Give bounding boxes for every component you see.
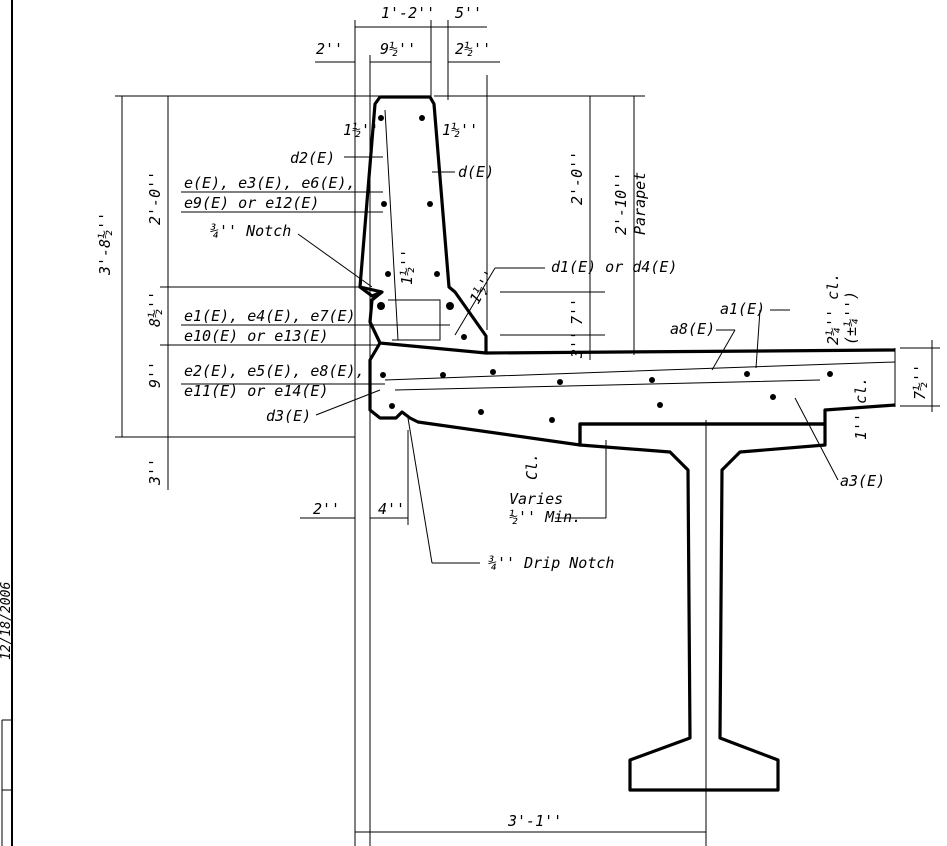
- label-a1: a1(E): [720, 300, 765, 318]
- dim-5: 5'': [455, 4, 482, 22]
- dimension-lines: [115, 20, 940, 846]
- label-e-group3-line2: e11(E) or e14(E): [184, 382, 329, 400]
- label-d2: d2(E): [290, 149, 335, 167]
- label-notch: ¾'' Notch: [210, 222, 291, 240]
- dim-1-5-c: 1½'': [398, 249, 416, 285]
- label-d3: d3(E): [266, 407, 311, 425]
- label-varies: Varies: [509, 490, 563, 508]
- notch-outline: [359, 285, 383, 298]
- deck-slab-outline: [368, 342, 896, 447]
- dim-2-0-left: 2'-0'': [146, 171, 164, 225]
- dim-4-bottom: 4'': [378, 500, 405, 518]
- dim-2: 2'': [316, 40, 343, 58]
- label-a3: a3(E): [840, 472, 885, 490]
- parapet-label: Parapet: [631, 172, 649, 235]
- label-e-group1-line1: e(E), e3(E), e6(E),: [184, 174, 356, 192]
- parapet-inner-line: [384, 109, 441, 341]
- dim-3-1: 3'-1'': [507, 812, 562, 830]
- dim-2-0-right: 2'-0'': [568, 151, 586, 205]
- dim-3-8-5: 3'-8½'': [96, 212, 114, 276]
- dim-7: 7'': [568, 298, 586, 325]
- slab-top-surface: [485, 348, 896, 355]
- dim-7-5: 7½'': [911, 364, 929, 400]
- dim-2-5: 2½'': [455, 40, 491, 58]
- dim-1-2: 1'-2'': [381, 4, 435, 22]
- label-e-group1-line2: e9(E) or e12(E): [184, 194, 319, 212]
- label-e-group2-line1: e1(E), e4(E), e7(E): [184, 307, 356, 325]
- label-e-group2-line2: e10(E) or e13(E): [184, 327, 329, 345]
- dim-1-5-b: 1½'': [442, 121, 478, 139]
- label-d: d(E): [458, 163, 494, 181]
- dim-9: 9'': [146, 361, 164, 388]
- dim-3-left: 3'': [146, 458, 164, 486]
- cover-tolerance-label: (±¼''): [842, 291, 860, 345]
- cover-bottom-label: 1'' cl.: [852, 377, 870, 440]
- label-min: ½'' Min.: [509, 508, 581, 526]
- dim-3-right: 3'': [568, 331, 586, 359]
- dim-8-5: 8½'': [146, 291, 164, 327]
- dim-9-5: 9½'': [380, 40, 416, 58]
- slab-inner-line: [384, 361, 896, 391]
- cl-label: Cl.: [523, 453, 541, 480]
- cover-top-label: 2¼'' cl.: [824, 273, 842, 345]
- label-e-group3-line1: e2(E), e5(E), e8(E),: [184, 362, 365, 380]
- dim-2-10: 2'-10'': [612, 172, 630, 235]
- rebar-dots: [377, 115, 833, 423]
- dim-2-bottom: 2'': [313, 500, 340, 518]
- label-drip-notch: ¾'' Drip Notch: [488, 554, 614, 572]
- dim-1-5-a: 1½'': [343, 121, 379, 139]
- girder-outline: [578, 422, 827, 792]
- label-d1: d1(E) or d4(E): [551, 258, 677, 276]
- dim-1-5-d: 1½'': [466, 267, 500, 307]
- label-a8: a8(E): [670, 320, 715, 338]
- date-stamp: 12/18/2006: [0, 582, 14, 660]
